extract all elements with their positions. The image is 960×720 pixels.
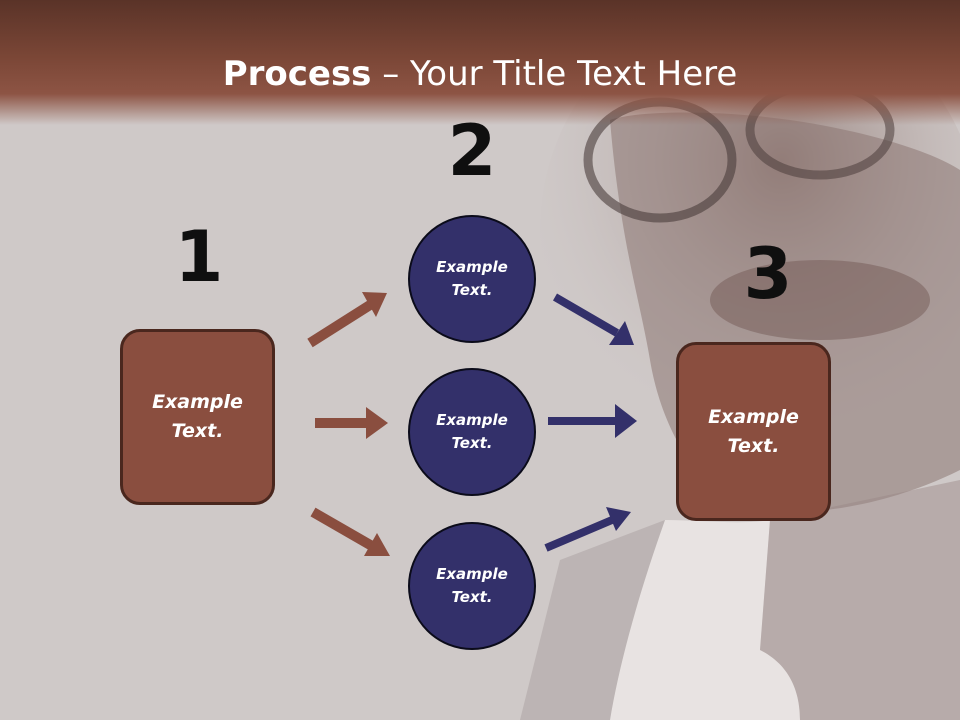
arrow-to-bottom-circle [310,507,390,556]
left-box-text: Example Text. [152,391,243,442]
arrow-from-top-circle [552,293,634,345]
title-bold: Process [222,54,372,94]
step-number-3: 3 [743,233,793,315]
circle-top: Example Text. [408,215,536,343]
arrow-to-middle-circle [315,407,388,439]
arrow-to-top-circle [307,292,387,348]
arrow-from-middle-circle [548,404,637,438]
title-band [0,0,960,125]
title-rest: – Your Title Text Here [371,54,738,94]
circle-bottom: Example Text. [408,522,536,650]
left-box: Example Text. [120,329,275,505]
step-number-2: 2 [447,110,497,192]
circle-top-text: Example Text. [436,258,508,299]
circle-middle-text: Example Text. [436,411,508,452]
circle-bottom-text: Example Text. [436,565,508,606]
arrow-from-bottom-circle [544,507,631,552]
slide-title: Process – Your Title Text Here [0,52,960,96]
step-number-1: 1 [174,216,224,298]
right-box-text: Example Text. [708,405,799,457]
circle-middle: Example Text. [408,368,536,496]
right-box: Example Text. [676,342,831,521]
